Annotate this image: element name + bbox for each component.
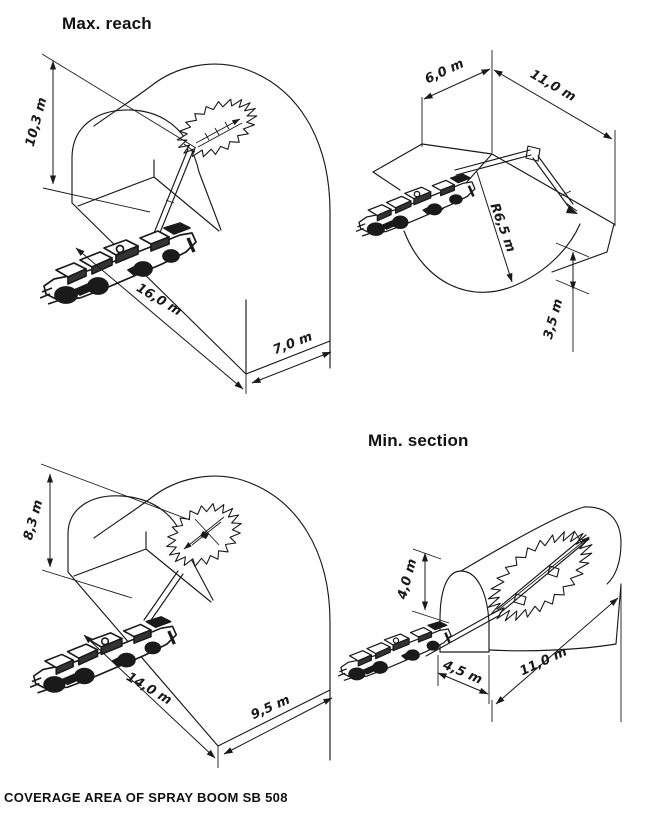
diagram-max-reach-tunnel: 10,3 m 16,0 m 7,0 m	[23, 53, 332, 394]
svg-text:8,3 m: 8,3 m	[21, 498, 46, 542]
dimension-height: 10,3 m	[23, 53, 197, 213]
spray-boom	[151, 143, 196, 241]
svg-text:11,0 m: 11,0 m	[518, 644, 570, 679]
dimension-back-width: 6,0 m	[423, 56, 491, 100]
spray-boom	[454, 145, 578, 214]
spray-bar	[183, 516, 225, 550]
spray-vehicle	[40, 221, 198, 306]
sweep-arc	[403, 223, 581, 293]
dimension-face-length: 11,0 m	[493, 67, 613, 140]
diagram-mid-tunnel: 8,3 m 14,0 m 9,5 m	[21, 463, 333, 768]
dimension-bench-drop: 3,5 m	[541, 242, 590, 352]
spray-vehicle	[30, 615, 178, 695]
dimension-sweep-radius: R6,5 m	[476, 171, 518, 283]
svg-text:10,3 m: 10,3 m	[23, 96, 50, 148]
diagram-bench-face: 6,0 m 11,0 m R6,5 m 3,5 m	[356, 50, 616, 352]
svg-text:7,0 m: 7,0 m	[271, 329, 315, 358]
svg-text:11,0 m: 11,0 m	[527, 67, 578, 105]
svg-text:14,0 m: 14,0 m	[123, 670, 174, 709]
svg-text:16,0 m: 16,0 m	[133, 281, 184, 320]
dimension-width: 16,0 m	[75, 247, 244, 390]
svg-text:4,0 m: 4,0 m	[395, 557, 420, 602]
diagram-min-section: 4,0 m 4,5 m 11,0 m	[338, 506, 622, 722]
min-section-heading: Min. section	[368, 431, 469, 450]
max-reach-heading: Max. reach	[62, 14, 152, 33]
svg-text:3,5 m: 3,5 m	[541, 297, 566, 341]
dimension-depth: 9,5 m	[223, 693, 333, 755]
svg-text:9,5 m: 9,5 m	[249, 693, 293, 723]
spray-boom	[143, 570, 184, 624]
dimension-width: 4,5 m	[437, 655, 490, 704]
spray-bar	[195, 118, 243, 148]
bench-outline	[372, 50, 616, 293]
dimension-height: 8,3 m	[21, 463, 191, 599]
figure-caption: COVERAGE AREA OF SPRAY BOOM SB 508	[4, 790, 288, 805]
svg-text:R6,5 m: R6,5 m	[486, 201, 518, 254]
dimension-height: 4,0 m	[395, 548, 450, 624]
spray-vehicle	[356, 172, 477, 238]
